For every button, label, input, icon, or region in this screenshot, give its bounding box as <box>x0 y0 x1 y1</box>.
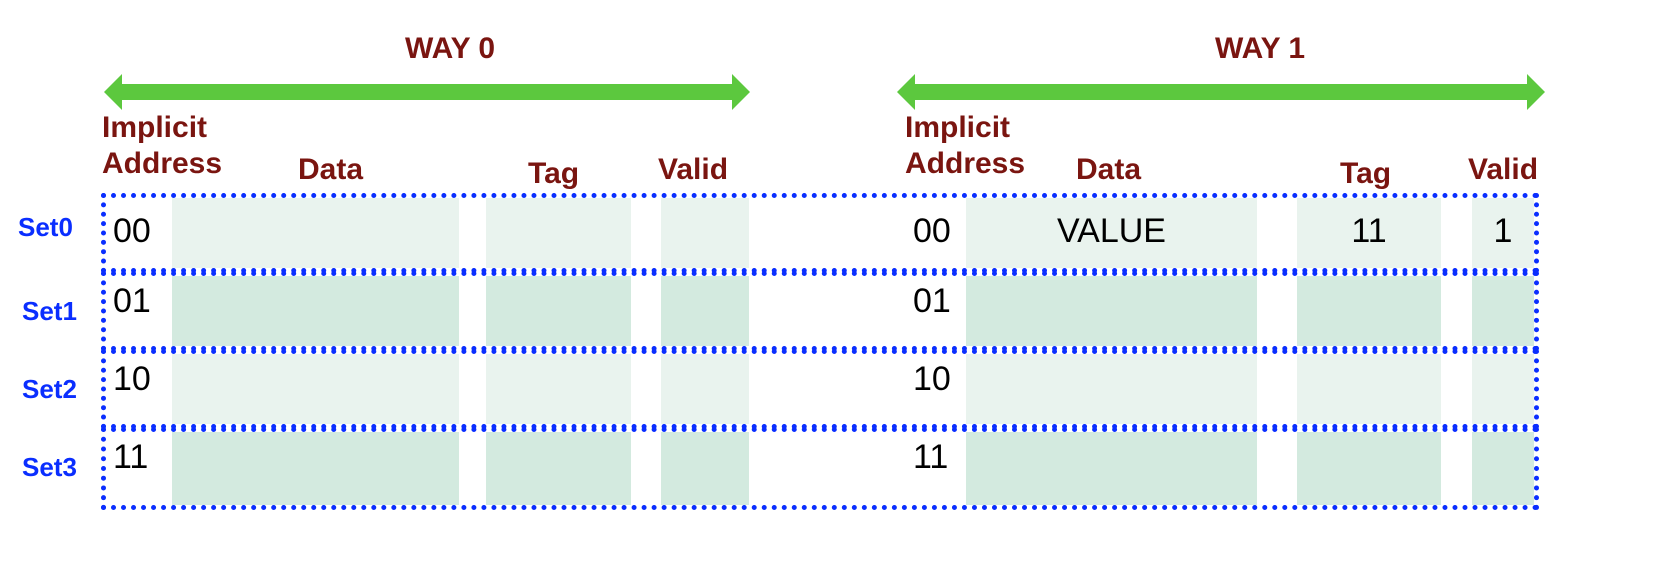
set2-label: Set2 <box>22 374 77 404</box>
way0-set3-data-cell <box>172 432 459 505</box>
set1-row-box <box>101 271 1539 351</box>
set3-label: Set3 <box>22 452 77 482</box>
way-arrows <box>104 74 1545 110</box>
way1-set3-address: 11 <box>913 438 949 476</box>
way1-set0-valid-cell <box>1472 198 1534 268</box>
way0-set3-valid-cell <box>661 432 749 505</box>
set0-row-box <box>101 193 1539 273</box>
way0-set2-address: 10 <box>113 360 151 398</box>
way1-set0-tag-cell <box>1297 198 1441 268</box>
way1-arrow <box>897 74 1545 110</box>
way1-title: WAY 1 <box>1215 32 1306 65</box>
way1-set2-address: 10 <box>913 360 951 398</box>
set1-label: Set1 <box>22 296 77 326</box>
way1-set2-data-cell <box>966 354 1257 424</box>
way0-header-data: Data <box>298 153 364 186</box>
set3-row-box <box>101 427 1539 510</box>
way0-set3-address: 11 <box>113 438 149 476</box>
way0-arrow <box>104 74 750 110</box>
way1-set1-tag-cell <box>1297 276 1441 346</box>
way0-set0-address: 00 <box>113 212 151 250</box>
way0-set0-valid-cell <box>661 198 749 268</box>
way1-set2-valid-cell <box>1472 354 1534 424</box>
way0-set0-tag-cell <box>486 198 631 268</box>
way0-header-address-line2: Address <box>102 147 223 180</box>
way0-set1-address: 01 <box>113 282 151 320</box>
way1-set2-tag-cell <box>1297 354 1441 424</box>
way0-set1-data-cell <box>172 276 459 346</box>
way1-set0-tag-value: 11 <box>1351 212 1387 250</box>
way1-set1-valid-cell <box>1472 276 1534 346</box>
way1-set1-address: 01 <box>913 282 951 320</box>
way0-set2-tag-cell <box>486 354 631 424</box>
way1-header-tag: Tag <box>1340 157 1392 190</box>
way1-set1-data-cell <box>966 276 1257 346</box>
way0-set0-data-cell <box>172 198 459 268</box>
way1-header-address-line1: Implicit <box>905 111 1011 144</box>
way1-set0-data-cell <box>966 198 1257 268</box>
way0-set2-valid-cell <box>661 354 749 424</box>
way1-set3-tag-cell <box>1297 432 1441 505</box>
set2-row-box <box>101 349 1539 429</box>
way1-set0-valid-value: 1 <box>1493 212 1513 250</box>
way0-set1-valid-cell <box>661 276 749 346</box>
way1-set0-data-value: VALUE <box>1057 212 1166 250</box>
way1-set3-data-cell <box>966 432 1257 505</box>
way0-set2-data-cell <box>172 354 459 424</box>
way0-header-valid: Valid <box>658 153 729 186</box>
way1-header-valid: Valid <box>1468 153 1539 186</box>
way0-title: WAY 0 <box>405 32 496 65</box>
way1-header-address-line2: Address <box>905 147 1026 180</box>
way1-header-data: Data <box>1076 153 1142 186</box>
way0-set1-tag-cell <box>486 276 631 346</box>
way1-set3-valid-cell <box>1472 432 1534 505</box>
set0-label: Set0 <box>18 212 73 242</box>
way0-header-address-line1: Implicit <box>102 111 208 144</box>
way0-set3-tag-cell <box>486 432 631 505</box>
way0-header-tag: Tag <box>528 157 580 190</box>
way1-set0-address: 00 <box>913 212 951 250</box>
